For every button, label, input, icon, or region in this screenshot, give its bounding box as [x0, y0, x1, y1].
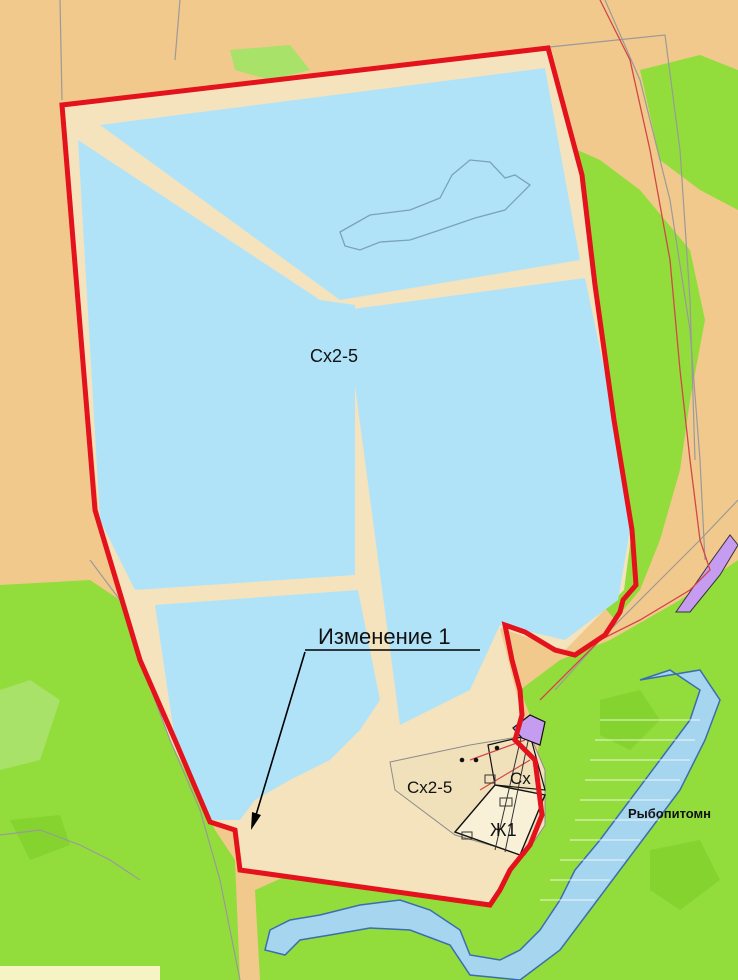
change-boundary: [59, 45, 639, 908]
zone-label-small: Сх2-5: [407, 778, 452, 797]
zone-label-zh1: Ж1: [490, 820, 517, 840]
fish-nursery-label: Рыбопитомн: [628, 806, 711, 821]
ponds: [78, 68, 630, 820]
change-callout-label: Изменение 1: [318, 624, 451, 649]
callout-arrowhead: [251, 812, 261, 830]
river: [264, 669, 721, 980]
pond-contour: [339, 159, 532, 251]
zone-label-main: Сх2-5: [310, 346, 358, 366]
zone-label-sx: Сх: [510, 769, 531, 788]
east-red-line: [539, 0, 711, 701]
callout-leader: [255, 651, 306, 816]
bottom-edge-strip: [0, 966, 160, 980]
nursery-hatching: [540, 719, 700, 901]
